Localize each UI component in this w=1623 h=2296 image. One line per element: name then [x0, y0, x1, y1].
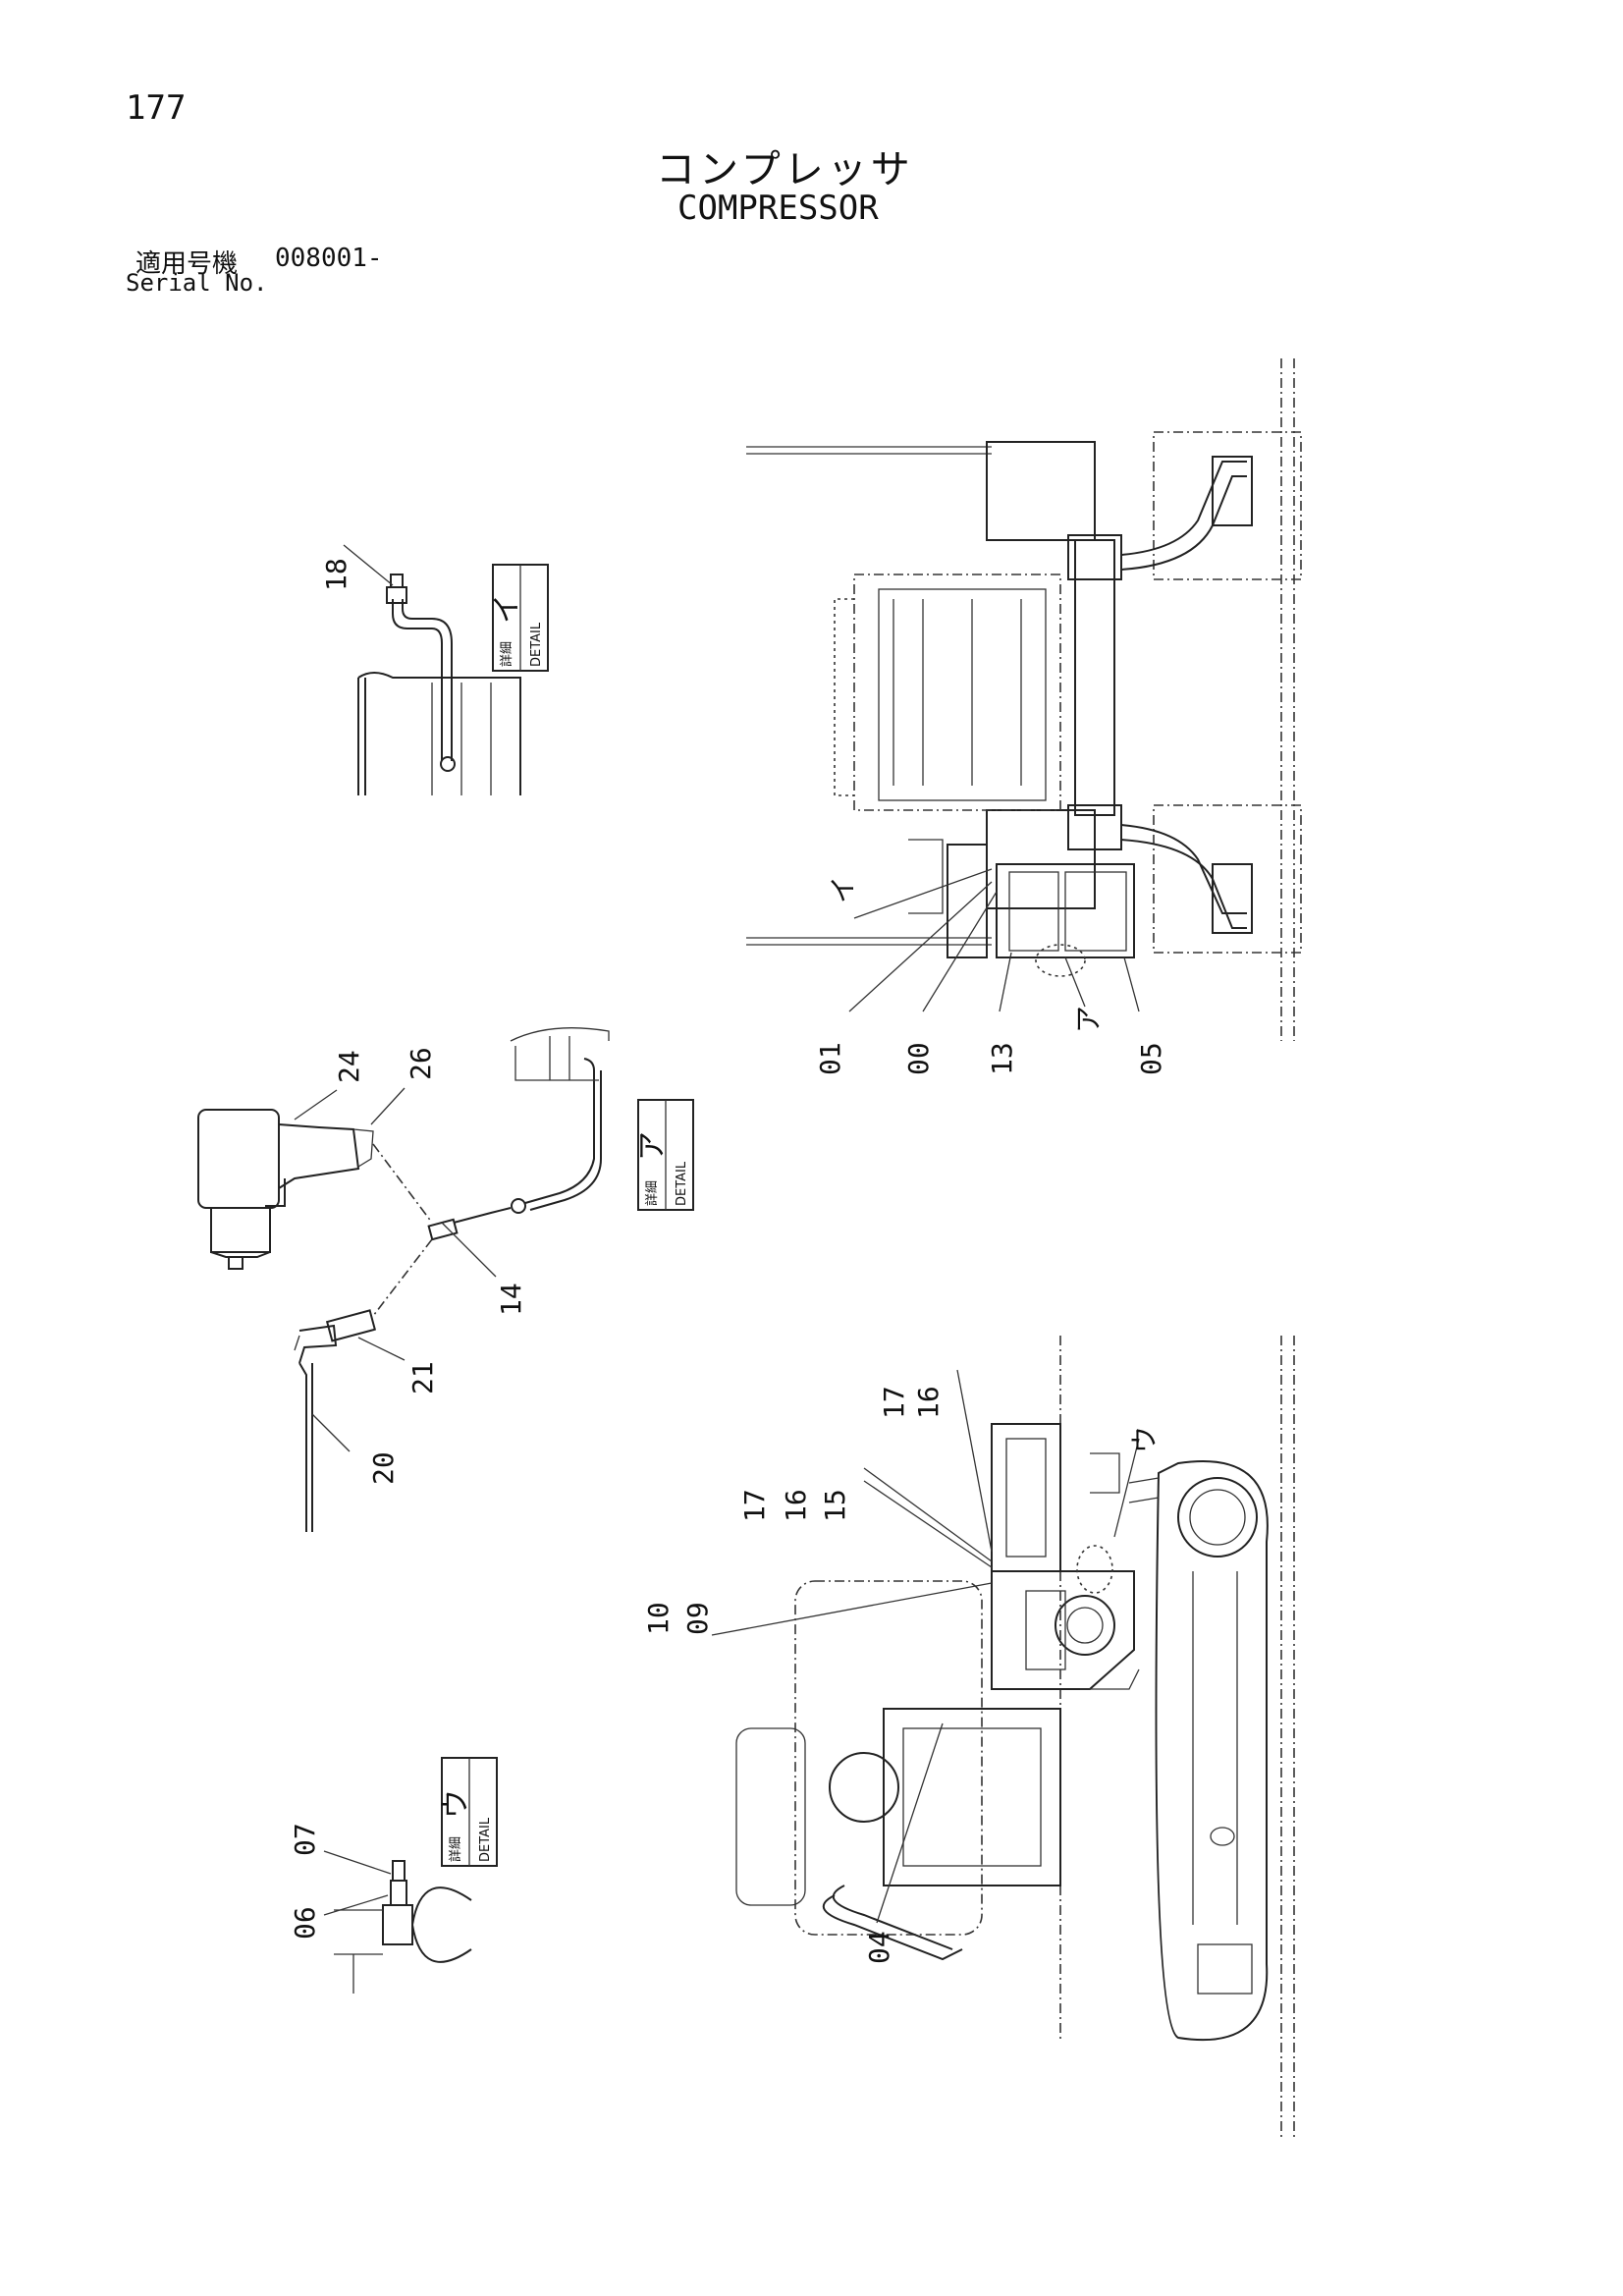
callout-07: 07: [289, 1823, 321, 1856]
serial-number-value: 008001-: [275, 244, 383, 273]
detail-u-label-box: 詳細 DETAIL ウ: [439, 1757, 498, 1867]
callout-i-mark: イ: [827, 876, 859, 903]
callout-a-mark: ア: [1072, 1006, 1105, 1033]
detail-u-label-jp: 詳細: [448, 1836, 463, 1862]
page-title: COMPRESSOR: [677, 189, 879, 228]
detail-u-label-en: DETAIL: [478, 1817, 493, 1862]
top-view-drawing: [746, 358, 1302, 1041]
serial-label: Serial No.: [126, 269, 268, 297]
callout-06: 06: [289, 1906, 321, 1940]
detail-a-label-jp: 詳細: [644, 1180, 660, 1206]
serial-label-japanese: 適用号機: [135, 249, 239, 279]
callout-16-upper: 16: [912, 1386, 945, 1419]
callout-24: 24: [333, 1050, 365, 1083]
page-number: 177: [126, 88, 187, 128]
callout-13: 13: [986, 1042, 1018, 1075]
detail-i-label-box: 詳細 DETAIL イ: [490, 564, 549, 672]
detail-u-drawing: [323, 1850, 472, 1994]
detail-a-label-box: 詳細 DETAIL ア: [635, 1099, 694, 1211]
callout-21: 21: [406, 1361, 439, 1394]
callout-18: 18: [320, 558, 352, 591]
callout-u-mark: ウ: [1128, 1426, 1161, 1453]
detail-a-drawing: [197, 1027, 610, 1532]
detail-u-mark: ウ: [439, 1789, 473, 1819]
detail-i-mark: イ: [490, 594, 524, 624]
detail-i-label-en: DETAIL: [529, 622, 544, 667]
side-view-drawing: [711, 1336, 1295, 2141]
callout-20: 20: [367, 1451, 400, 1485]
callout-26: 26: [405, 1047, 437, 1080]
callout-01: 01: [814, 1042, 846, 1075]
callout-05: 05: [1135, 1042, 1167, 1075]
callout-14: 14: [495, 1283, 527, 1316]
detail-i-drawing: [343, 544, 521, 795]
callout-17-upper: 17: [878, 1386, 910, 1419]
callout-00: 00: [902, 1042, 935, 1075]
callout-04: 04: [863, 1931, 895, 1964]
callout-15: 15: [819, 1489, 851, 1522]
callout-16-lower: 16: [780, 1489, 812, 1522]
callout-10: 10: [642, 1602, 675, 1635]
page-title-japanese: コンプレッサ: [656, 147, 914, 192]
detail-a-label-en: DETAIL: [675, 1161, 689, 1206]
callout-09: 09: [681, 1602, 714, 1635]
detail-i-label-jp: 詳細: [499, 641, 514, 667]
detail-a-mark: ア: [635, 1131, 670, 1161]
callout-17-lower: 17: [738, 1489, 771, 1522]
